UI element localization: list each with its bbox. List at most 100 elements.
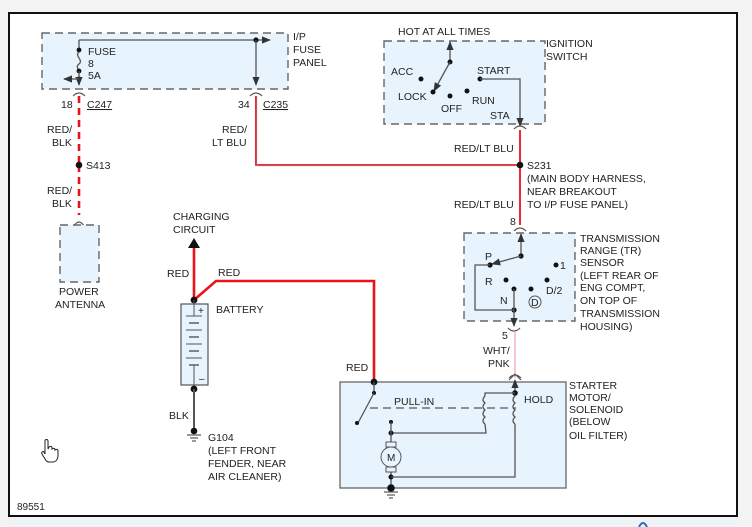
tr-sensor-name-8: HOUSING) [580, 321, 633, 333]
starter-name-3: SOLENOID [569, 404, 624, 416]
hold-coil-icon [512, 395, 516, 425]
tr-sensor-name-2: RANGE (TR) [580, 245, 641, 257]
wire-label-wht-pnk-2: PNK [488, 358, 510, 370]
tr-sensor-name-6: ON TOP OF [580, 295, 637, 307]
ignition-output-sta: STA [490, 110, 510, 122]
fuse-number: 8 [88, 58, 94, 70]
splice-s231-dot [516, 161, 524, 169]
power-antenna: POWER ANTENNA [55, 221, 105, 311]
wire-label-red-starter-top: RED [218, 267, 241, 279]
charging-circuit-name-1: CHARGING [173, 211, 230, 223]
connector-c247: 18 C247 [61, 92, 112, 111]
battery: + – BATTERY [180, 300, 263, 388]
wire-label-blk: BLK [169, 410, 189, 422]
tr-sensor-name-5: ENG COMPT, [580, 282, 645, 294]
tr-pos-1: 1 [560, 260, 566, 272]
ignition-pos-run: RUN [472, 95, 495, 107]
wire-label-red-blk-lower-2: BLK [52, 198, 72, 210]
connector-c235-pin: 34 [238, 99, 250, 111]
wire-label-red-ltblu-1: RED/ [222, 124, 247, 136]
starter-solenoid: PULL-IN HOLD M STARTER MOTOR/ SOLENOID (… [339, 373, 627, 499]
tr-sensor-blade [491, 255, 522, 266]
connector-c247-icon [72, 92, 86, 97]
battery-plus-label: + [198, 306, 204, 317]
splice-s413-dot [75, 161, 83, 169]
hot-at-all-times-label: HOT AT ALL TIMES [398, 26, 490, 38]
hand-cursor-icon [41, 439, 59, 463]
wire-label-red-starter-drop: RED [346, 362, 369, 374]
starter-name-1: STARTER [569, 380, 617, 392]
wire-red-ltblu-c235 [255, 96, 520, 166]
ignition-pos-start: START [477, 65, 511, 77]
ignition-switch-blade [433, 61, 451, 92]
ignition-switch: HOT AT ALL TIMES ACC LOCK OFF RUN START … [383, 26, 593, 127]
wire-label-wht-pnk-1: WHT/ [483, 345, 510, 357]
tr-sensor-name-1: TRANSMISSION [580, 233, 660, 245]
fuse-panel-box [41, 32, 289, 90]
tr-sensor-name-7: TRANSMISSION [580, 308, 660, 320]
wire-label-red-blk-upper-2: BLK [52, 137, 72, 149]
connector-c235: 34 C235 [238, 92, 288, 111]
power-antenna-box [59, 224, 100, 283]
ignition-pos-acc: ACC [391, 66, 414, 78]
starter-contact-switch [357, 392, 375, 424]
tr-sensor-pin-out: 5 [502, 330, 508, 342]
splice-s231-desc-1: (MAIN BODY HARNESS, [527, 173, 646, 185]
connector-c235-icon [249, 92, 263, 97]
tr-drive-circle-icon [528, 295, 542, 309]
tr-pos-n: N [500, 295, 508, 307]
tr-pos-p: P [485, 251, 492, 263]
wire-red-starter [193, 279, 376, 382]
fuse-panel-name-1: I/P [293, 31, 306, 43]
tr-sensor-name-4: (LEFT REAR OF [580, 270, 659, 282]
starter-motor-label: M [387, 453, 395, 464]
ignition-switch-name-2: SWITCH [546, 51, 587, 63]
ground-g104-desc-3: AIR CLEANER) [208, 471, 282, 483]
ignition-switch-box [383, 40, 546, 125]
wire-label-red-ltblu-2: LT BLU [212, 137, 247, 149]
ignition-connector-icon [513, 125, 527, 130]
help-icon-partial[interactable] [638, 522, 648, 527]
splice-s231-desc-3: TO I/P FUSE PANEL) [527, 199, 628, 211]
wire-label-red-blk-lower-1: RED/ [47, 185, 72, 197]
starter-pull-in-label: PULL-IN [394, 396, 434, 408]
starter-hold-label: HOLD [524, 394, 554, 406]
charging-circuit: CHARGING CIRCUIT [173, 211, 230, 248]
footer-strip [8, 517, 738, 527]
fuse-panel: FUSE 8 5A I/P FUSE PANEL [41, 31, 327, 90]
fuse-label: FUSE [88, 46, 116, 58]
fuse-rating: 5A [88, 70, 101, 82]
starter-name-2: MOTOR/ [569, 392, 611, 404]
splice-s231-name: S231 [527, 160, 552, 172]
fuse-panel-name-2: FUSE [293, 44, 321, 56]
tr-drive-label: D [531, 297, 539, 309]
ground-g104-desc-1: (LEFT FRONT [208, 445, 277, 457]
power-antenna-name-1: POWER [59, 286, 99, 298]
battery-name: BATTERY [216, 304, 263, 316]
ground-g104: G104 (LEFT FRONT FENDER, NEAR AIR CLEANE… [187, 427, 287, 483]
splice-s413-label: S413 [86, 160, 111, 172]
tr-sensor: 8 P R N D/2 1 D TRANSMISSION RANGE (TR) … [463, 216, 660, 342]
splice-s231-desc-2: NEAR BREAKOUT [527, 186, 617, 198]
ground-g104-name: G104 [208, 432, 234, 444]
battery-minus-label: – [199, 374, 205, 385]
ignition-pos-off: OFF [441, 103, 462, 115]
charging-circuit-name-2: CIRCUIT [173, 224, 216, 236]
connector-c235-name: C235 [263, 99, 288, 111]
tr-pos-r: R [485, 276, 493, 288]
power-antenna-name-2: ANTENNA [55, 299, 105, 311]
wire-label-red-ltblu-tr: RED/LT BLU [454, 199, 514, 211]
ignition-pos-lock: LOCK [398, 91, 427, 103]
tr-sensor-name-3: SENSOR [580, 257, 625, 269]
figure-id: 89551 [17, 502, 45, 513]
ground-g104-desc-2: FENDER, NEAR [208, 458, 287, 470]
fuse-panel-name-3: PANEL [293, 57, 327, 69]
connector-c247-name: C247 [87, 99, 112, 111]
starter-name-5: OIL FILTER) [569, 430, 627, 442]
wire-label-red-ltblu-ign: RED/LT BLU [454, 143, 514, 155]
ignition-switch-name-1: IGNITION [546, 38, 593, 50]
tr-sensor-pin-in: 8 [510, 216, 516, 228]
starter-box [339, 381, 567, 489]
tr-pos-d2: D/2 [546, 285, 563, 297]
wire-label-red-blk-upper-1: RED/ [47, 124, 72, 136]
